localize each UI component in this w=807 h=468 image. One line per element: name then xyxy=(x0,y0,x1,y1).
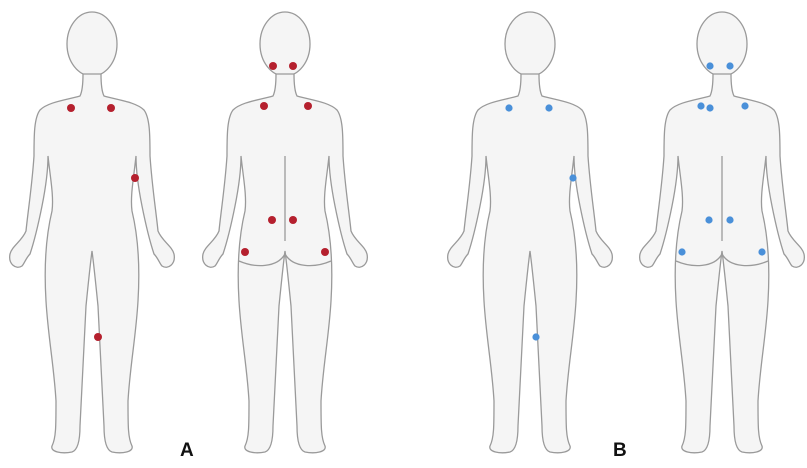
tender-point-a-back-left-occiput xyxy=(269,62,277,70)
tender-point-b-back-left-trochanter xyxy=(678,248,685,255)
tender-point-b-front-left-elbow xyxy=(569,174,576,181)
panel-label-a: A xyxy=(180,440,194,462)
tender-point-a-back-right-trapezius xyxy=(304,102,312,110)
tender-point-a-back-left-trapezius xyxy=(260,102,268,110)
tender-point-a-back-right-trochanter xyxy=(321,248,329,256)
tender-point-a-front-left-knee xyxy=(94,333,102,341)
tender-point-a-back-right-gluteal xyxy=(289,216,297,224)
tender-point-b-front-right-shoulder xyxy=(545,104,552,111)
figures-layer xyxy=(10,12,805,453)
figure-a-front xyxy=(10,12,175,453)
tender-point-a-back-left-trochanter xyxy=(241,248,249,256)
tender-point-b-back-left-gluteal xyxy=(705,216,712,223)
tender-point-a-back-right-occiput xyxy=(289,62,297,70)
figure-b-back xyxy=(640,12,805,453)
tender-point-a-front-left-shoulder xyxy=(67,104,75,112)
tender-point-a-front-right-shoulder xyxy=(107,104,115,112)
figure-b-front xyxy=(448,12,613,453)
panel-label-b: B xyxy=(613,440,627,462)
tender-point-b-front-left-knee xyxy=(532,333,539,340)
tender-point-b-back-right-gluteal xyxy=(726,216,733,223)
tender-point-b-back-left-occiput xyxy=(706,62,713,69)
tender-point-b-back-right-occiput xyxy=(726,62,733,69)
figure-a-back xyxy=(203,12,368,453)
tender-point-b-back-left-supraspinatus xyxy=(706,104,713,111)
tender-point-b-front-left-shoulder xyxy=(505,104,512,111)
tender-point-a-front-left-elbow xyxy=(131,174,139,182)
tender-point-b-back-right-trapezius xyxy=(741,102,748,109)
tender-point-a-back-left-gluteal xyxy=(268,216,276,224)
tender-point-b-back-left-trapezius xyxy=(697,102,704,109)
tender-point-b-back-right-trochanter xyxy=(758,248,765,255)
